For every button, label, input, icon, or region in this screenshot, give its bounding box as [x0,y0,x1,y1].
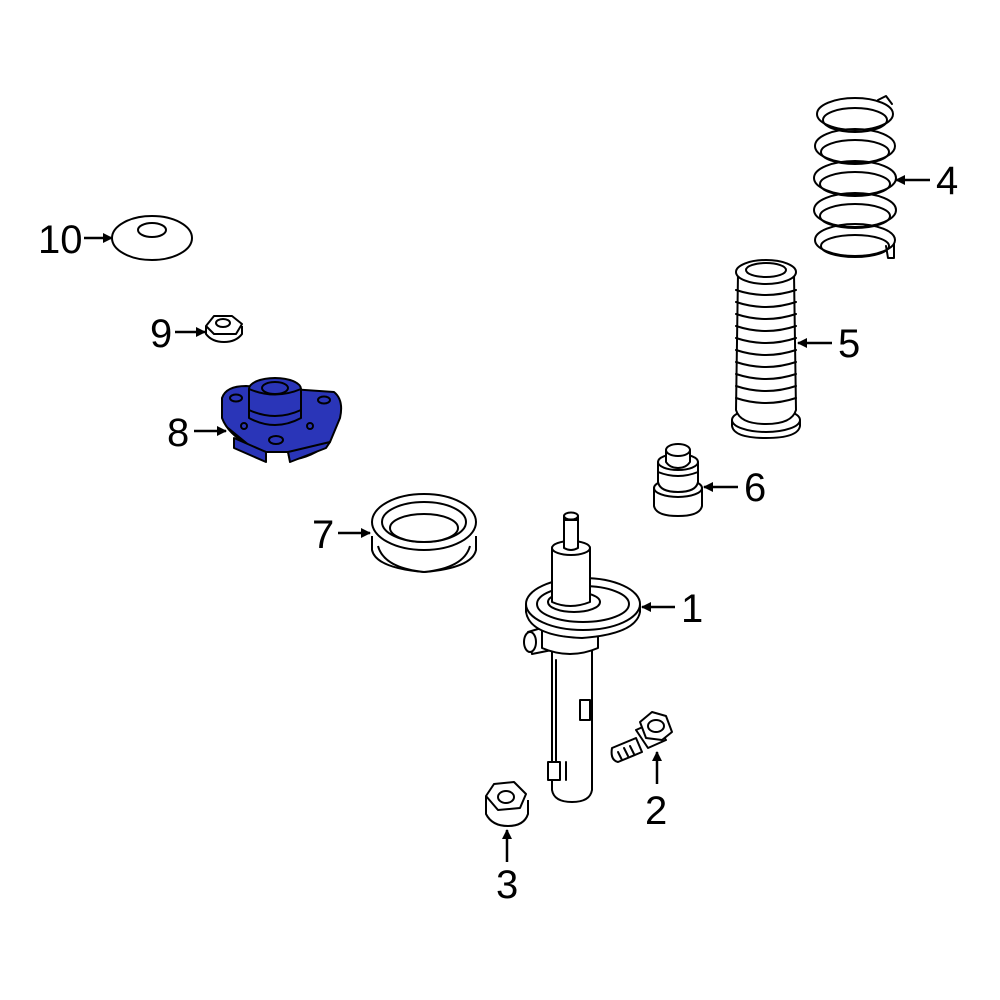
mount-tab [233,437,267,463]
part-2-bolt[interactable] [610,711,673,763]
callout-2[interactable]: 2 [645,789,667,833]
callout-4[interactable]: 4 [936,159,958,203]
callout-5[interactable]: 5 [838,322,860,366]
callout-1[interactable]: 1 [681,587,703,631]
callout-arrows [84,175,930,862]
part-6-bump-stop[interactable] [653,443,703,517]
part-3-nut[interactable] [485,781,529,827]
part-7-spring-seat[interactable] [371,493,477,573]
part-8-strut-mount[interactable] [221,377,343,463]
callout-3[interactable]: 3 [496,863,518,907]
callout-7[interactable]: 7 [312,513,334,557]
part-10-washer[interactable] [111,215,193,261]
callout-8[interactable]: 8 [167,411,189,455]
part-9-nut[interactable] [205,315,243,343]
part-5-dust-boot[interactable] [731,259,801,439]
callout-6[interactable]: 6 [744,466,766,510]
callout-labels: 1 2 3 4 5 6 7 8 9 10 [38,159,958,907]
callout-9[interactable]: 9 [150,312,172,356]
part-1-strut[interactable] [523,511,641,803]
callout-10[interactable]: 10 [38,218,83,262]
part-4-coil-spring[interactable] [813,95,897,259]
mount-tab-right [287,441,331,463]
